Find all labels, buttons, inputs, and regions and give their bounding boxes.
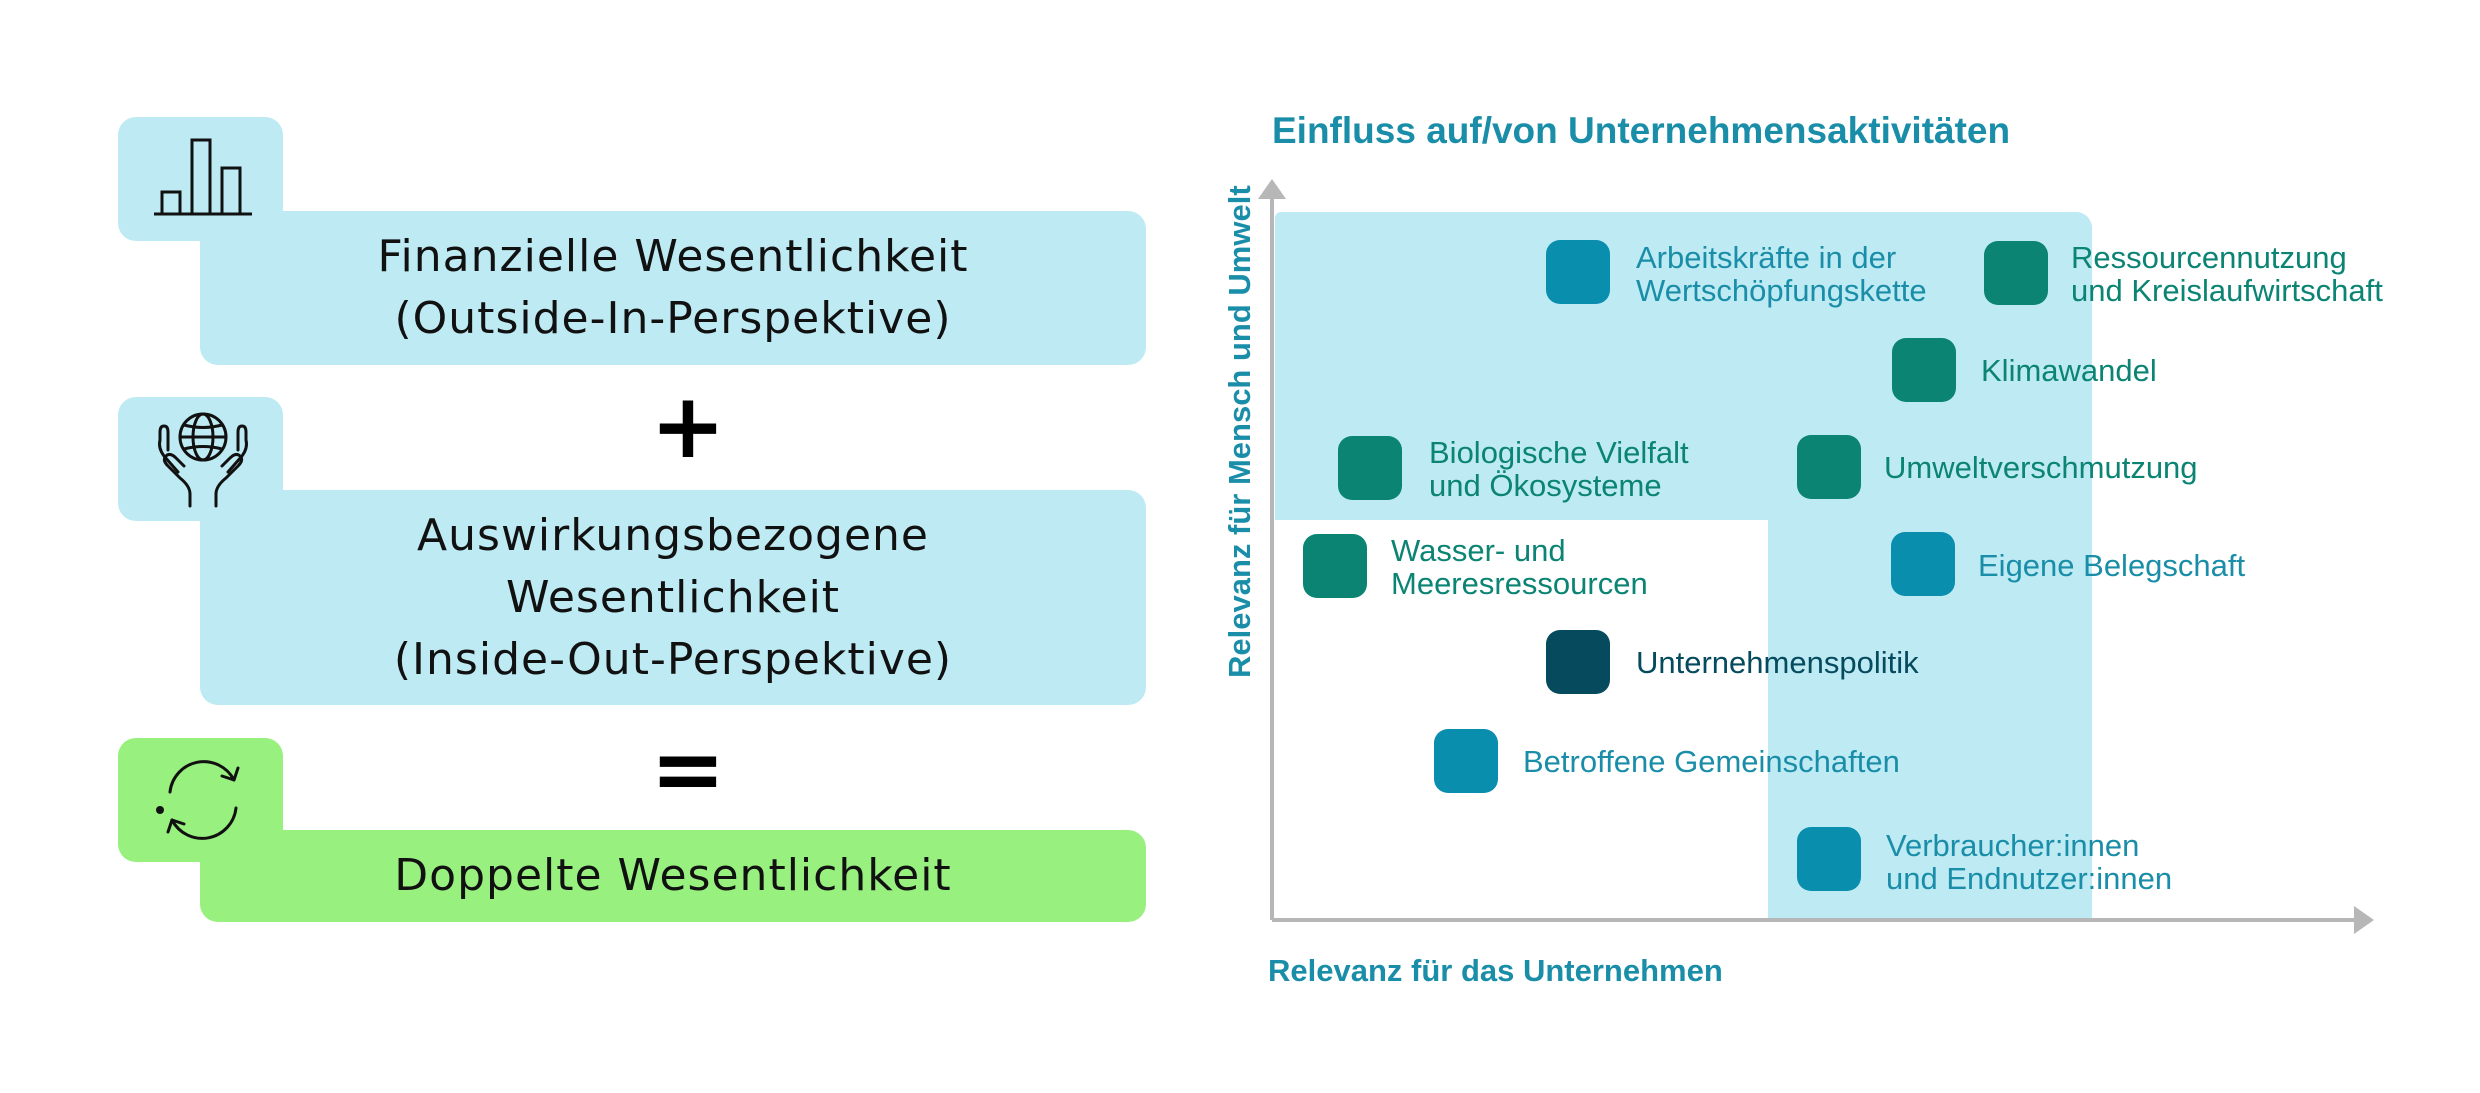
topic-marker-social (1891, 532, 1955, 596)
topic-label: Wertschöpfungskette (1636, 273, 1927, 308)
impact-materiality-line-1: Auswirkungsbezogene (417, 509, 929, 561)
topic-marker-environment (1984, 241, 2048, 305)
topic-label: Wasser- und (1391, 533, 1566, 568)
topic-marker-governance (1546, 630, 1610, 694)
topic-marker-environment (1338, 436, 1402, 500)
equals-operator: = (650, 717, 726, 822)
x-axis-label: Relevanz für das Unternehmen (1268, 953, 1723, 988)
impact-materiality-card: Auswirkungsbezogene Wesentlichkeit (Insi… (200, 490, 1146, 705)
topic-label: Meeresressourcen (1391, 566, 1648, 601)
topic-label: und Ökosysteme (1429, 468, 1662, 503)
topic-label: Ressourcennutzung (2071, 240, 2347, 275)
matrix-top-title: Einfluss auf/von Unternehmensaktivitäten (1272, 110, 2011, 151)
financial-materiality-line-2: (Outside-In-Perspektive) (394, 293, 952, 344)
topic-marker-environment (1797, 435, 1861, 499)
y-axis-label: Relevanz für Mensch und Umwelt (1222, 185, 1257, 678)
topic-label: Eigene Belegschaft (1978, 548, 2246, 583)
topic-label: Umweltverschmutzung (1884, 450, 2198, 485)
topic-marker-social (1546, 240, 1610, 304)
matrix-axes (1258, 179, 2374, 934)
impact-materiality-line-2: Wesentlichkeit (505, 571, 841, 623)
topic-marker-social (1434, 729, 1498, 793)
bar-chart-icon (154, 138, 252, 216)
impact-materiality-line-3: (Inside-Out-Perspektive) (393, 633, 953, 685)
financial-materiality-card: Finanzielle Wesentlichkeit (Outside-In-P… (200, 211, 1146, 365)
topic-label: und Endnutzer:innen (1886, 861, 2173, 896)
plus-operator: + (650, 374, 726, 479)
financial-materiality-line-1: Finanzielle Wesentlichkeit (377, 231, 969, 282)
topic-marker-social (1797, 827, 1861, 891)
topic-marker-environment (1892, 338, 1956, 402)
topic-label: Klimawandel (1981, 353, 2157, 388)
topic-label: Unternehmenspolitik (1636, 645, 1919, 680)
topic-label: Arbeitskräfte in der (1636, 240, 1897, 275)
double-materiality-line-1: Doppelte Wesentlichkeit (394, 850, 952, 901)
double-materiality-card: Doppelte Wesentlichkeit (200, 830, 1146, 922)
topic-marker-environment (1303, 534, 1367, 598)
topic-label: Verbraucher:innen (1886, 828, 2140, 863)
globe-hands-icon (158, 412, 248, 508)
topic-label: Biologische Vielfalt (1429, 435, 1689, 470)
topic-label: und Kreislaufwirtschaft (2071, 273, 2383, 308)
topic-label: Betroffene Gemeinschaften (1523, 744, 1900, 779)
refresh-cycle-icon (156, 760, 240, 840)
